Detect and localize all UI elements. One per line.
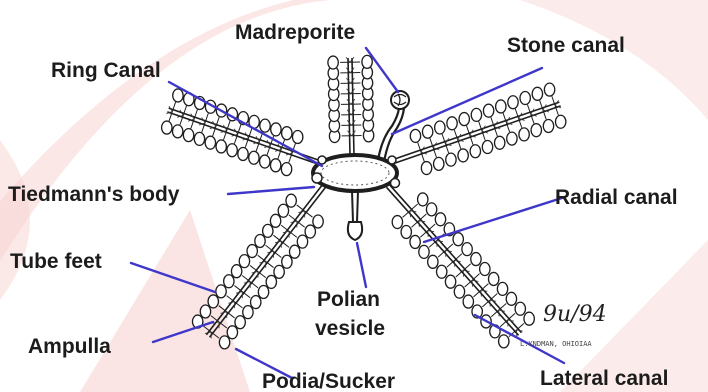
arm-lower-right <box>387 185 535 348</box>
label-podia-sucker: Podia/Sucker <box>262 370 395 392</box>
leader-polian-vesicle <box>357 243 366 287</box>
label-polian-line1: Polian <box>317 288 380 311</box>
arm-upper <box>328 55 374 156</box>
labels: Madreporite Stone canal Ring Canal Tiedm… <box>8 21 678 392</box>
leader-tiedmanns-body <box>228 187 314 194</box>
label-madreporite: Madreporite <box>235 21 355 44</box>
artist-signature: 9u/94 <box>543 302 607 327</box>
label-tube-feet: Tube feet <box>10 250 102 273</box>
label-tiedmanns-body: Tiedmann's body <box>8 183 180 206</box>
polian-vesicle-shape <box>348 191 362 240</box>
label-ampulla: Ampulla <box>28 335 111 358</box>
label-radial-canal: Radial canal <box>555 186 678 209</box>
artist-credit: L.YNDMAN, OHIOIAA <box>520 340 592 348</box>
arm-upper-left <box>162 89 319 176</box>
label-lateral-canal: Lateral canal <box>540 367 668 390</box>
madreporite-shape <box>391 91 409 109</box>
label-stone-canal: Stone canal <box>507 34 625 57</box>
label-polian-line2: vesicle <box>315 317 385 340</box>
label-ring-canal: Ring Canal <box>51 59 161 82</box>
stone-canal-shape <box>378 108 404 162</box>
